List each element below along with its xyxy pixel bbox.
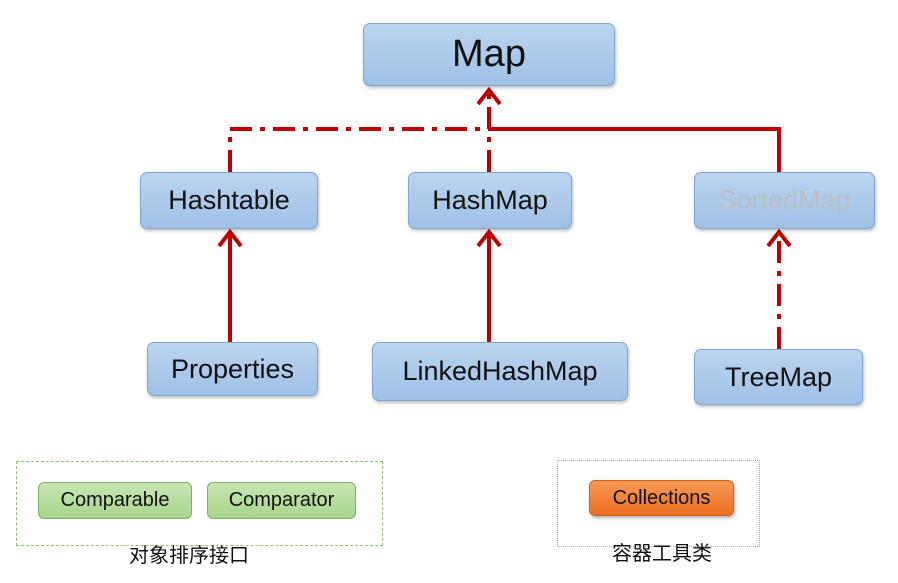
comparable-box: Comparable	[38, 482, 192, 519]
interfaces-group	[16, 461, 383, 546]
hashmap-arrowhead	[476, 228, 502, 248]
hashtable-arrowhead	[217, 228, 243, 248]
utility-group	[557, 460, 760, 547]
sortedmap-node: SortedMap	[694, 172, 875, 229]
comparator-box: Comparator	[207, 482, 356, 519]
sortedmap-arrowhead	[766, 228, 792, 248]
sortedmap-to-map-connector	[489, 127, 781, 172]
linkedhashmap-node: LinkedHashMap	[372, 342, 628, 401]
map-arrowhead	[476, 86, 502, 106]
utility-caption: 容器工具类	[612, 541, 712, 565]
interfaces-caption: 对象排序接口	[129, 543, 249, 567]
hashtable-node: Hashtable	[140, 172, 318, 229]
hashmap-node: HashMap	[408, 172, 572, 229]
collections-box: Collections	[589, 480, 734, 516]
map-node: Map	[363, 23, 615, 86]
hashtable-to-map-connector	[228, 127, 489, 172]
properties-node: Properties	[147, 342, 318, 396]
treemap-node: TreeMap	[694, 349, 863, 405]
